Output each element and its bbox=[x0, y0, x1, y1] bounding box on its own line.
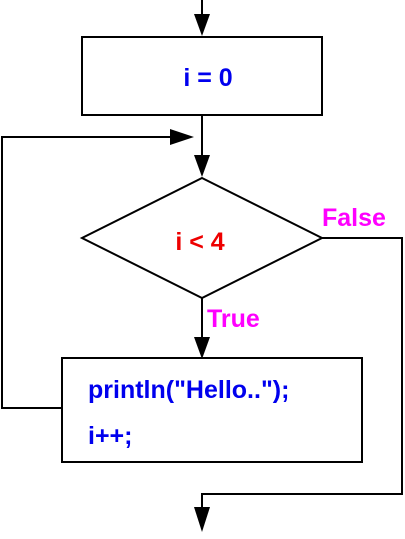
true-branch-label: True bbox=[207, 305, 260, 333]
loop-body-box bbox=[61, 357, 363, 463]
loop-back-arrowhead bbox=[170, 129, 194, 145]
loop-body-line-1: println("Hello.."); bbox=[88, 376, 289, 404]
false-branch-label: False bbox=[322, 204, 386, 232]
loop-body-line-2: i++; bbox=[88, 422, 132, 450]
false-branch-connector bbox=[201, 237, 403, 510]
exit-arrowhead bbox=[194, 507, 210, 532]
condition-text: i < 4 bbox=[175, 228, 224, 256]
condition-entry-arrowhead bbox=[194, 155, 210, 177]
entry-arrowhead bbox=[194, 14, 210, 36]
true-branch-arrowhead bbox=[194, 337, 210, 359]
loop-back-connector bbox=[1, 136, 176, 409]
init-box-text: i = 0 bbox=[183, 64, 232, 92]
